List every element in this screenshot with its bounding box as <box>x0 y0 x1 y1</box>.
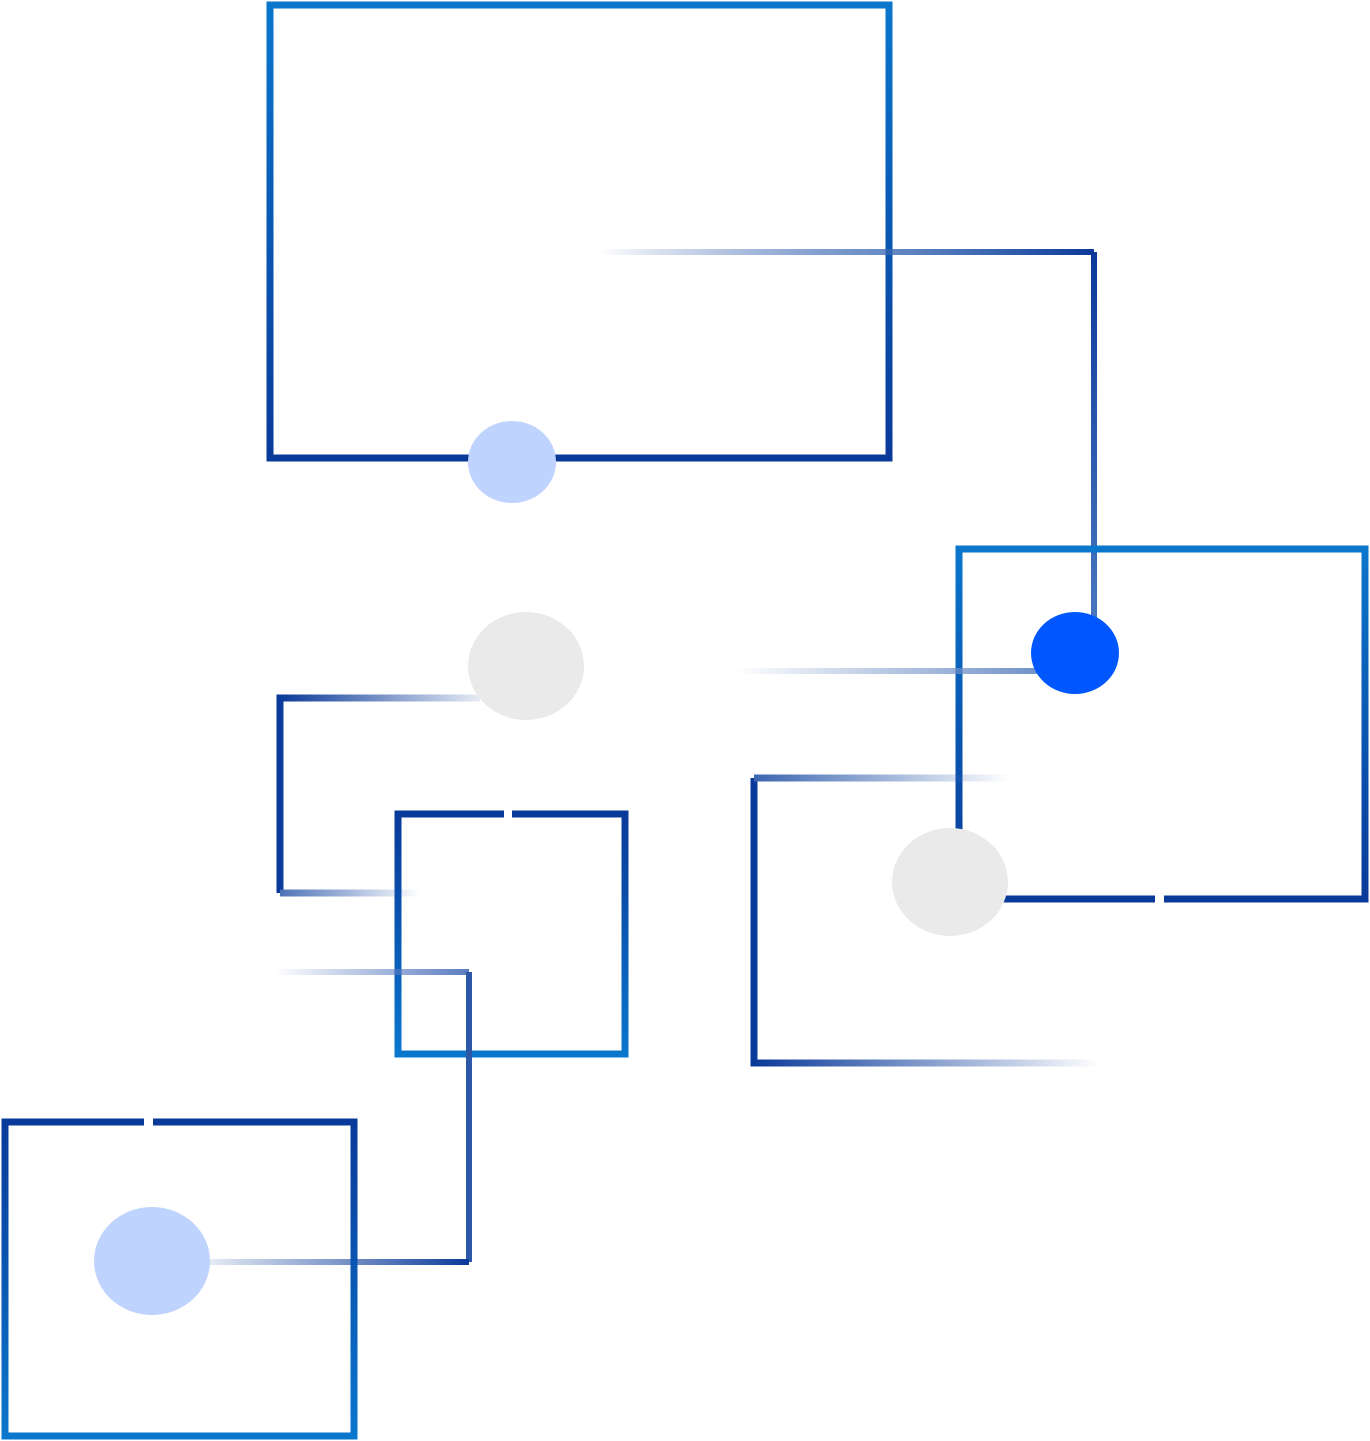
left-bracket-top <box>276 694 480 893</box>
top-square-outline <box>266 1 893 462</box>
gray-dot-middle <box>468 612 584 720</box>
light-blue-dot-bottom <box>94 1207 210 1315</box>
gray-dot-right <box>892 828 1008 936</box>
right-bracket-bottom <box>750 778 1100 1067</box>
light-blue-dot-top <box>468 421 556 503</box>
accent-dot-right <box>1031 612 1119 694</box>
bottom-square-outline <box>1 1118 358 1440</box>
middle-square-outline <box>394 810 629 1058</box>
right-square-outline <box>955 545 1369 903</box>
